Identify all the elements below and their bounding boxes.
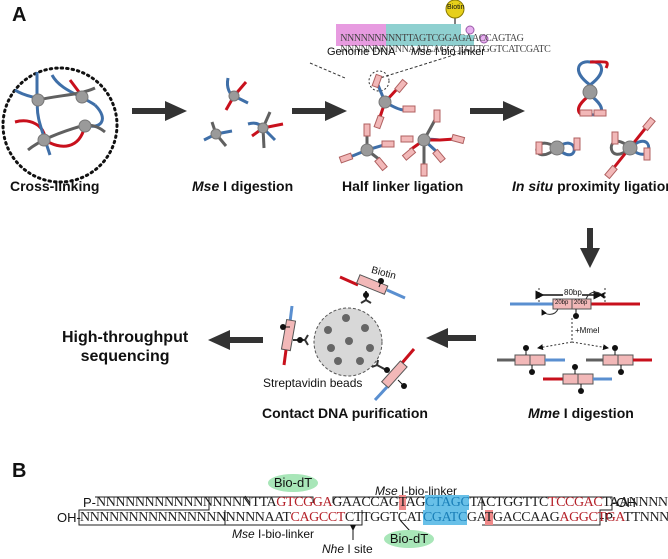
step-italic: Mme [528,405,560,421]
seq-red: GTCGGA [276,495,333,510]
mse-italic: Mse [375,484,398,498]
panel-b-label: B [12,460,27,482]
site-rest: I site [344,542,373,556]
seq-seg: GA [466,510,485,525]
biotin-icon [445,0,465,19]
panel-a-label: A [12,4,27,26]
bottom-3prime-end: OH- [57,510,81,525]
arrow-1 [132,101,187,121]
panel-b-linker-boxes [78,495,613,540]
seq-seg: TACTGGTTC [469,495,548,510]
genome-dna-label: Genome DNA [327,46,396,58]
cross-linking-illustration [1,66,119,184]
step-mse-digestion: Mse I digestion [192,178,293,194]
seq-n: NNNNNNNNNNNNNNNN [639,510,668,525]
mse-italic: Mse [232,527,255,541]
arrow-left-1 [426,328,476,348]
step-text: I digestion [219,178,294,194]
bio-dt-top-bubble: Bio-dT [268,474,318,492]
nhe-site-sequence: CTAGC [425,495,470,510]
oh-group-icon [479,34,489,44]
half-linker-ligation-illustration [338,73,466,177]
bio-dt-base: T [484,510,493,525]
seq-n: NNNNNNNNNNNNNNNNNNNAAT [80,510,291,525]
seq-seg: TA [259,495,277,510]
top-5prime-end: P- [83,495,96,510]
step-in-situ-proximity-ligation: In situ proximity ligation [512,178,668,194]
top-3prime-end: -OH [612,495,636,510]
step-italic: In situ [512,178,554,194]
mmei-enzyme-label: +MmeI [575,326,600,335]
seq-seg: GAACCAG [332,495,399,510]
mse-linker-bottom-label: Mse I-bio-linker [232,527,314,541]
nhe-italic: Nhe [322,542,345,556]
streptavidin-beads-label: Streptavidin beads [263,376,363,390]
oh-group-icon [465,25,475,35]
bottom-strand-sequence: NNNNNNNNNNNNNNNNNNNAATCAGCCTCTTGGTCATCGA… [80,510,668,526]
mse-digestion-illustration [203,77,284,149]
linker-rest: I-bio-linker [397,484,458,498]
seq-seg: TAA [602,495,629,510]
step-contact-dna-purification: Contact DNA purification [262,405,428,421]
nhe-site-sequence: CGATC [422,510,467,525]
mse-bio-linker-label: Mse I bio linker [411,46,485,58]
step-italic: Mse [192,178,220,194]
bottom-5prime-end: -P [600,510,613,525]
step-mme-digestion: Mme I digestion [528,405,634,421]
seq-n: NNNNNNNNNNNNNNNNN [628,495,668,510]
step-half-linker-ligation: Half linker ligation [342,178,464,194]
arrow-3 [470,101,525,121]
sequencing-line-2: sequencing [80,348,170,365]
seq-red: CAGCCT [290,510,346,525]
step-cross-linking: Cross-linking [10,178,100,194]
arrow-left-2 [208,330,263,350]
linker-rest: I bio linker [431,46,485,58]
nucleus-boundary [1,66,119,184]
bio-dt-base: T [398,495,406,510]
top-strand-sequence: NNNNNNNNNNNNNNNNTTAGTCGGAGAACCAGTAGCTAGC… [96,495,668,511]
step-text: I digestion [559,405,634,421]
nhe-site-label: Nhe I site [322,542,373,556]
inset-biotin-label: Biotin [447,4,465,11]
segment-20bp-label: 20bp [555,300,569,306]
step-high-throughput-sequencing: High-throughput sequencing [62,328,188,366]
arrow-down [580,228,600,268]
mse-italic: Mse [411,46,432,58]
segment-20bp-label: 20bp [574,300,588,306]
arrow-2 [292,101,347,121]
seq-seg: TT [623,510,640,525]
seq-seg: CTTGGTCAT [344,510,423,525]
inset-bottom-strand: NNNNNNNNNNAATCAGCCTCTTGGTCATCGATC [340,44,551,55]
seq-seg: AG [405,495,426,510]
step-text: proximity ligation [553,178,668,194]
linker-rest: I-bio-linker [254,527,315,541]
seq-n: NNNNNNNNNNNNNNNNT [96,495,260,510]
mse-linker-top-label: Mse I-bio-linker [375,484,457,498]
proximity-ligation-illustration [535,60,656,180]
inset-linker-sequence [309,0,489,92]
inset-top-strand: NNNNNNNNNTTAGTCGGAGAACCAGTAG [340,33,524,44]
seq-red: TCCGAC [547,495,603,510]
seq-red: AGGCTGA [559,510,624,525]
seq-seg: GACCAAG [492,510,560,525]
mme-digestion-illustration [497,288,652,394]
span-80bp-label: 80bp [564,288,582,297]
bio-dt-bottom-bubble: Bio-dT [384,530,434,548]
sequencing-line-1: High-throughput [62,329,189,346]
streptavidin-beads-illustration [280,274,416,402]
